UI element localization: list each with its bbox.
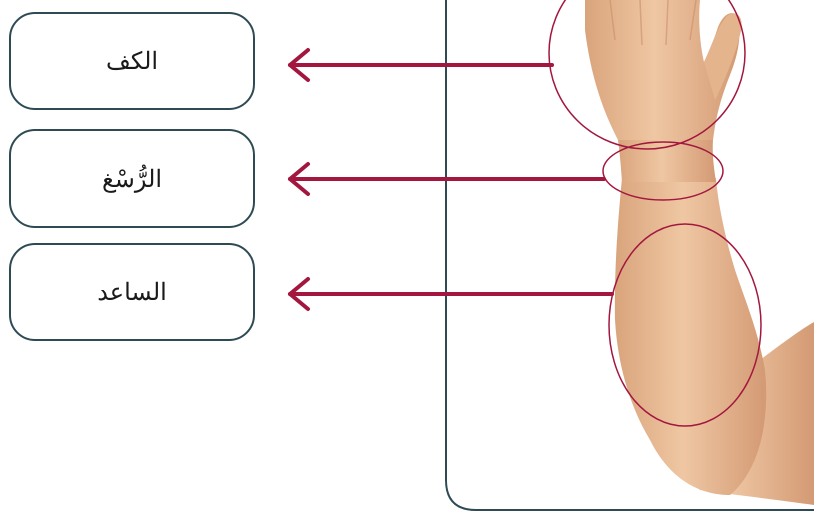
forearm	[615, 178, 766, 495]
arm-illustration	[585, 0, 814, 505]
arrow-forearm	[290, 279, 612, 309]
arrow-hand	[290, 50, 552, 80]
